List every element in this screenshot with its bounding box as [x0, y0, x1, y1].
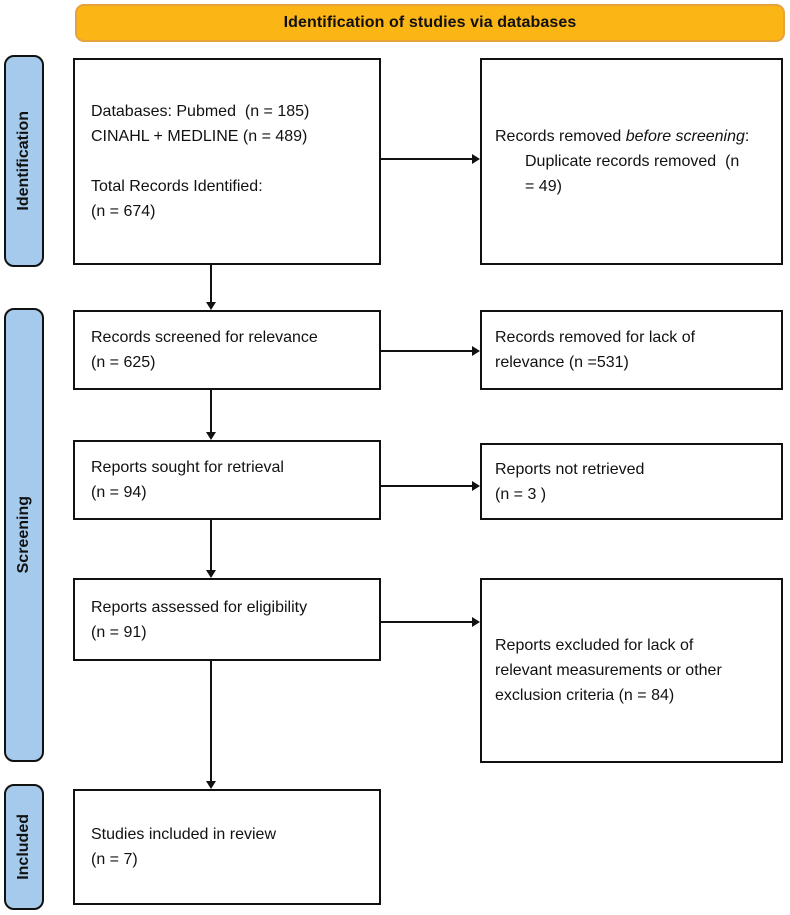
- box-text-line: (n = 94): [91, 484, 147, 501]
- box-text-line: [91, 149, 371, 174]
- box-text-line: Databases: Pubmed (n = 185): [91, 103, 310, 120]
- box-text-line: (n = 625): [91, 354, 156, 371]
- arrow-right-databases-to-removed: [381, 154, 480, 164]
- box-records-screened: Records screened for relevance (n = 625): [73, 310, 381, 390]
- arrow-right-assessed-to-excluded: [381, 617, 480, 627]
- box-text-line: exclusion criteria (n = 84): [495, 687, 675, 704]
- box-text-line: CINAHL + MEDLINE (n = 489): [91, 128, 308, 145]
- box-text-line: Reports assessed for eligibility: [91, 598, 308, 616]
- box-text-line: (n = 91): [91, 623, 147, 641]
- arrow-down-sought-to-assessed: [206, 520, 216, 578]
- box-text-line: Records removed before screening:: [495, 124, 773, 149]
- arrow-right-sought-to-not-retrieved: [381, 481, 480, 491]
- box-text-line: Total Records Identified:: [91, 178, 263, 195]
- arrow-down-screened-to-sought: [206, 390, 216, 440]
- box-studies-included: Studies included in review (n = 7): [73, 789, 381, 905]
- stage-included: Included: [4, 784, 44, 910]
- box-text-line: (n = 7): [91, 851, 138, 868]
- box-text-line: relevant measurements or other: [495, 662, 722, 679]
- arrow-right-screened-to-removed-relevance: [381, 346, 480, 356]
- box-text-line: Duplicate records removed (n: [525, 153, 740, 170]
- box-text-line: Reports not retrieved: [495, 460, 645, 478]
- box-text-line: (n = 674): [91, 203, 156, 220]
- box-text-line: Records removed for lack of: [495, 329, 696, 346]
- box-text-segment-italic: before screening: [625, 128, 745, 145]
- box-text-line: Reports excluded for lack of: [495, 637, 694, 654]
- arrow-down-assessed-to-included: [206, 661, 216, 789]
- box-text-segment: :: [744, 128, 750, 145]
- banner-title: Identification of studies via databases: [283, 14, 577, 31]
- stage-identification: Identification: [4, 55, 44, 267]
- box-records-removed-relevance: Records removed for lack of relevance (n…: [480, 310, 783, 390]
- box-databases: Databases: Pubmed (n = 185) CINAHL + MED…: [73, 58, 381, 265]
- box-reports-assessed: Reports assessed for eligibility (n = 91…: [73, 578, 381, 661]
- box-reports-excluded: Reports excluded for lack of relevant me…: [480, 578, 783, 763]
- stage-included-label: Included: [15, 814, 32, 880]
- box-reports-sought: Reports sought for retrieval (n = 94): [73, 440, 381, 520]
- box-text-line: (n = 3 ): [495, 485, 547, 503]
- box-text-line: Records screened for relevance: [91, 329, 318, 346]
- box-text-line: Reports sought for retrieval: [91, 459, 284, 476]
- box-text-line: = 49): [525, 178, 562, 195]
- stage-screening: Screening: [4, 308, 44, 762]
- box-text-segment: Records removed: [495, 128, 626, 145]
- header-banner: Identification of studies via databases: [75, 4, 785, 42]
- stage-identification-label: Identification: [15, 111, 32, 211]
- box-text-line: Studies included in review: [91, 826, 276, 843]
- box-reports-not-retrieved: Reports not retrieved (n = 3 ): [480, 443, 783, 520]
- box-text-line: relevance (n =531): [495, 354, 629, 371]
- stage-screening-label: Screening: [15, 496, 32, 574]
- box-records-removed-before-screening: Records removed before screening: Duplic…: [480, 58, 783, 265]
- arrow-down-identification-to-screened: [206, 265, 216, 310]
